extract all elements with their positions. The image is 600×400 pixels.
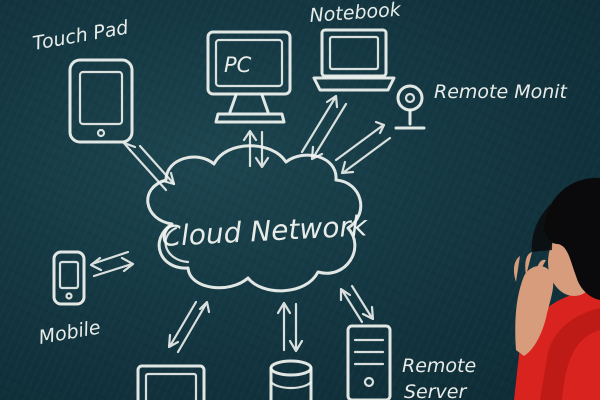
bottom-middle-device <box>269 359 313 400</box>
pc-label: PC <box>224 53 252 77</box>
double-arrow-icon <box>300 94 348 161</box>
child-figure <box>513 177 600 400</box>
bottom-left-device <box>136 364 206 400</box>
server-tower-icon <box>346 324 392 400</box>
remote-monitor-node: Remote Monit <box>394 81 569 130</box>
remote-monitor-label: Remote Monit <box>434 81 569 103</box>
notebook-label: Notebook <box>309 0 403 27</box>
remote-server-label-line2: Server <box>404 381 467 400</box>
cloud-icon <box>146 144 363 293</box>
remote-server-node: Remote Server <box>346 324 476 400</box>
double-arrow-icon <box>89 250 135 278</box>
double-arrow-icon <box>334 120 392 175</box>
cloud-network-label: Cloud Network <box>161 209 370 253</box>
double-arrow-icon <box>276 301 304 353</box>
touch-pad-label: Touch Pad <box>31 16 131 55</box>
notebook-node: Notebook <box>309 0 403 92</box>
pc-node: PC <box>206 30 292 124</box>
double-arrow-icon <box>122 141 176 192</box>
tablet-icon <box>68 58 134 144</box>
double-arrow-icon <box>339 284 375 324</box>
double-arrow-icon <box>242 129 270 169</box>
webcam-icon <box>394 84 426 130</box>
touch-pad-node: Touch Pad <box>31 16 134 144</box>
remote-server-label: Remote <box>402 355 476 377</box>
connection-arrows <box>89 94 392 354</box>
cloud-network-node: Cloud Network <box>146 144 370 293</box>
desktop-monitor-icon <box>206 30 292 124</box>
laptop-icon <box>312 28 396 92</box>
monitor-icon <box>136 364 206 400</box>
double-arrow-icon <box>167 300 211 354</box>
mobile-label: Mobile <box>37 316 102 348</box>
mobile-phone-icon <box>52 250 86 306</box>
database-icon <box>269 359 313 400</box>
